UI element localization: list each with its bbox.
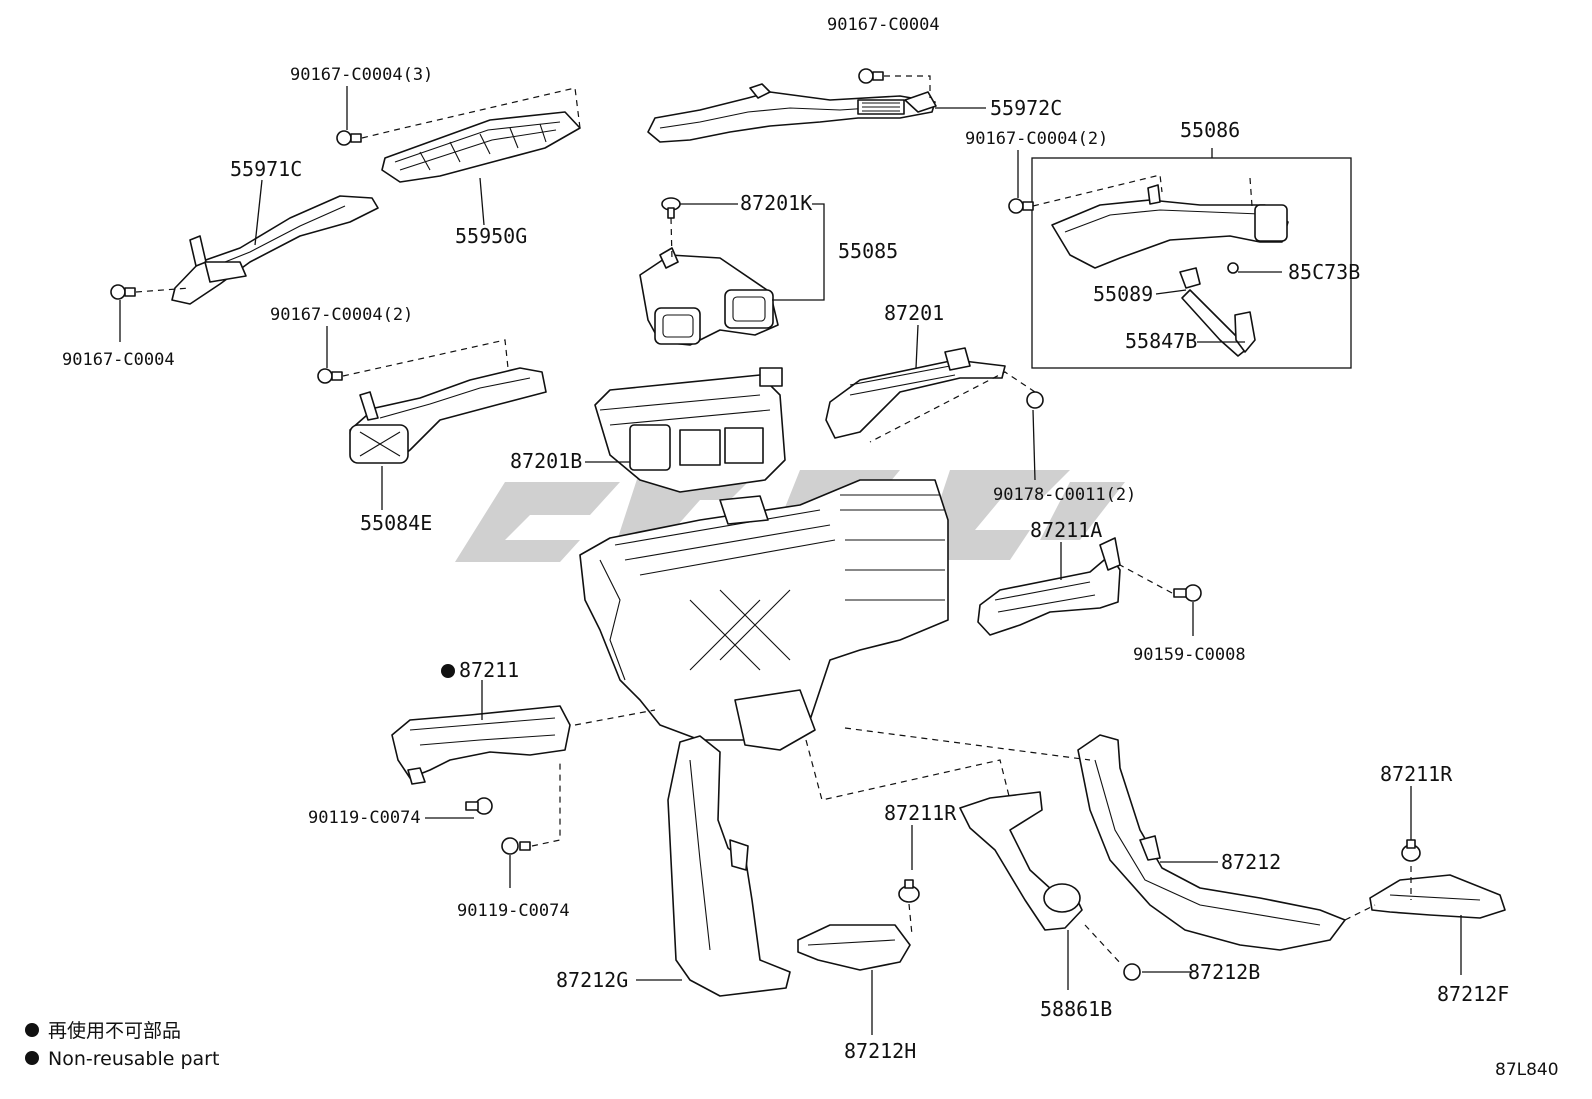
label-55950g: 55950G [455,224,527,248]
label-87212f: 87212F [1437,982,1509,1006]
clip-icon [661,197,681,219]
bolt-icon [858,68,884,84]
duct-87212h [797,924,911,971]
bolt-icon [317,368,343,384]
bolt-icon [501,837,531,855]
label-90167-c0004-left: 90167-C0004 [62,350,175,370]
label-90167-c0004-top: 90167-C0004 [827,15,940,35]
label-85c73b: 85C73B [1288,260,1360,284]
label-87212: 87212 [1221,850,1281,874]
hvac-unit [579,479,949,751]
label-87212h: 87212H [844,1039,916,1063]
vent-55085 [639,247,779,346]
label-55084e: 55084E [360,511,432,535]
bolt-icon [1008,198,1034,214]
bolt-icon [336,130,362,146]
duct-87211 [391,705,571,785]
group-box-55086 [1031,157,1352,369]
label-90119-c0074-a: 90119-C0074 [308,808,421,828]
legend-line-jp: 再使用不可部品 [48,1020,181,1042]
label-87211a: 87211A [1030,518,1102,542]
dashed-connectors [135,75,1412,966]
clip-icon [1401,839,1421,862]
label-90167-c0004-2-right: 90167-C0004(2) [965,129,1108,149]
duct-55971c [171,195,379,305]
legend-bullet-icon [25,1051,39,1065]
nut-icon [1227,262,1239,274]
label-55847b: 55847B [1125,329,1197,353]
duct-87201b [594,367,786,493]
labels: 90167-C0004 55972C 90167-C0004(3) 55971C… [62,15,1509,1063]
label-55085: 55085 [838,239,898,263]
register-55950g [381,111,581,183]
duct-87212 [1077,734,1346,951]
clip-icon [898,879,920,903]
label-90159-c0008: 90159-C0008 [1133,645,1246,665]
bolt-icon [465,797,493,815]
legend-bullet-icon [25,1023,39,1037]
label-87212g: 87212G [556,968,628,992]
duct-58861b [959,791,1083,931]
label-55972c: 55972C [990,96,1062,120]
diagram-code: 87L840 [1495,1060,1559,1080]
label-87211r-right: 87211R [1380,762,1453,786]
label-87212b: 87212B [1188,960,1260,984]
legend: 再使用不可部品 Non-reusable part [25,1020,219,1070]
bolt-icon [1173,584,1202,602]
cap-icon [1123,963,1141,981]
label-87201k: 87201K [740,191,812,215]
nut-icon [1026,391,1044,409]
leader-lines [119,86,1462,1035]
label-87201b: 87201B [510,449,582,473]
duct-55972c [647,83,937,143]
non-reusable-marker-icon [441,664,455,678]
label-55086: 55086 [1180,118,1240,142]
label-87201: 87201 [884,301,944,325]
label-90167-c0004-2-left: 90167-C0004(2) [270,305,413,325]
label-55971c: 55971C [230,157,302,181]
bolt-icon [110,284,136,300]
duct-55084e [349,367,547,464]
duct-87212f [1369,874,1506,919]
label-87211r-mid: 87211R [884,801,957,825]
duct-87212g [667,735,791,997]
label-55089: 55089 [1093,282,1153,306]
label-87211: 87211 [459,658,519,682]
label-58861b: 58861B [1040,997,1112,1021]
label-90178-c0011-2: 90178-C0011(2) [993,485,1136,505]
label-90119-c0074-b: 90119-C0074 [457,901,570,921]
label-90167-c0004-3: 90167-C0004(3) [290,65,433,85]
legend-line-en: Non-reusable part [48,1048,219,1070]
duct-87211a [977,537,1121,636]
duct-87201 [825,347,1006,439]
